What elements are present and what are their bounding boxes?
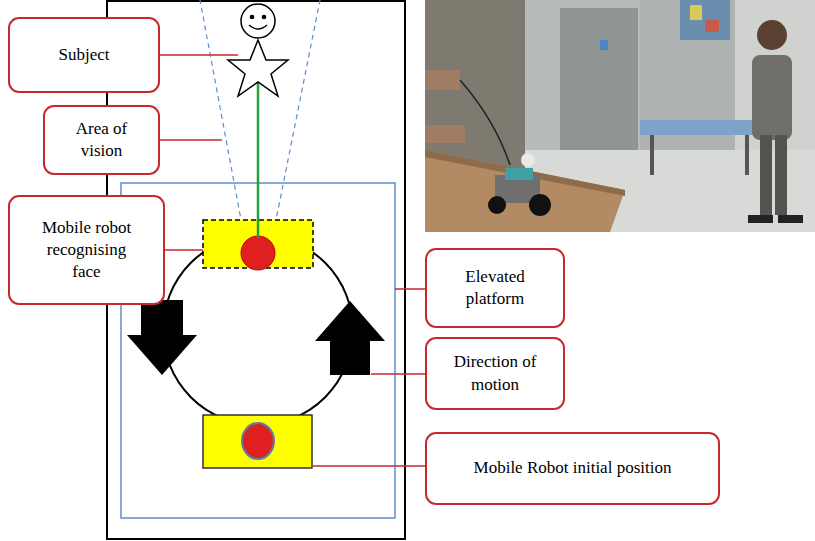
robot-sensor (242, 423, 274, 459)
robot-sensor (241, 236, 275, 270)
callout-text: Mobile robot recognising face (37, 217, 137, 283)
direction-arrow (315, 301, 385, 375)
callout-box: Subject (8, 17, 160, 93)
callout-box: Mobile robot recognising face (8, 195, 165, 305)
leader-line (160, 55, 425, 466)
motion-path (163, 235, 353, 425)
callout-text: Subject (59, 44, 110, 66)
callout-box: Mobile Robot initial position (425, 432, 720, 505)
vision-line (200, 0, 242, 225)
vision-line (275, 0, 320, 225)
subject-figure (228, 4, 288, 96)
callout-text: Direction of motion (445, 351, 545, 395)
callout-box: Elevated platform (425, 248, 565, 328)
sight-arrow (257, 82, 260, 238)
callout-box: Area of vision (43, 105, 160, 175)
callout-text: Mobile Robot initial position (474, 457, 672, 479)
callout-text: Elevated platform (445, 266, 545, 310)
callout-box: Direction of motion (425, 337, 565, 410)
photo (425, 0, 815, 232)
direction-arrow (127, 300, 197, 375)
robot-body (203, 415, 312, 468)
callout-text: Area of vision (54, 118, 149, 162)
